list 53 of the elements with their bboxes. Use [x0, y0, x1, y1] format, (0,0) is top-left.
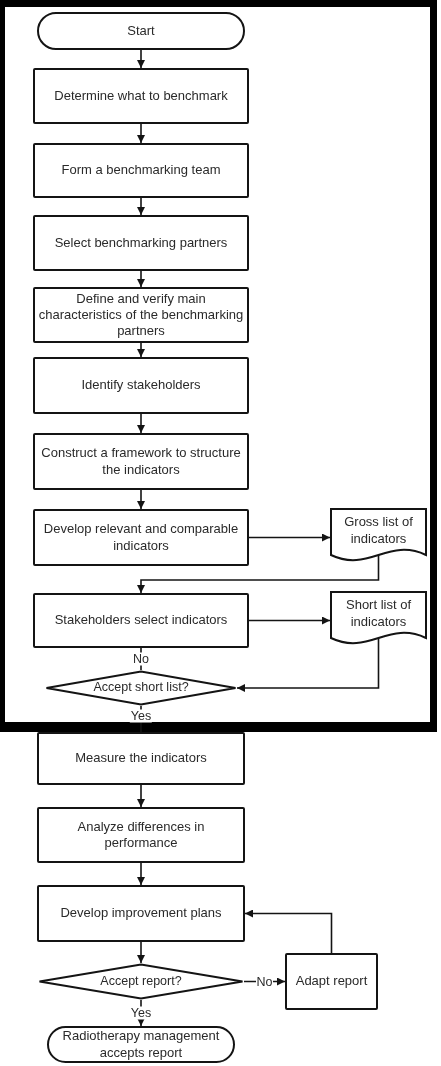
step-label: Gross list of indicators	[343, 514, 414, 547]
terminal-shape	[47, 1026, 235, 1063]
process-box	[33, 593, 249, 648]
arrow	[137, 862, 145, 886]
step-label: Define and verify main characteristics of the benchmarking partners	[38, 290, 244, 340]
edge-label: No	[255, 975, 274, 988]
decision-diamond	[38, 963, 244, 1000]
arrow	[248, 533, 331, 542]
arrow	[244, 909, 333, 954]
process-box	[33, 215, 249, 271]
step-label: Determine what to benchmark	[54, 87, 228, 105]
step-label: Select benchmarking partners	[54, 234, 228, 252]
edge-label: No	[132, 652, 150, 666]
arrow	[248, 616, 331, 625]
arrow	[137, 784, 145, 808]
arrow	[137, 197, 145, 216]
process-box	[37, 732, 245, 785]
step-label: Construct a framework to structure the indicators	[40, 445, 242, 478]
step-label: Accept short list?	[93, 680, 189, 696]
process-box	[37, 885, 245, 942]
arrow	[137, 941, 145, 964]
arrow	[137, 413, 145, 434]
step-label: Radiotherapy management accepts report	[61, 1028, 221, 1061]
edge-label: Yes	[129, 1006, 153, 1020]
step-label: Short list of indicators	[345, 597, 412, 630]
step-label: Start	[127, 22, 155, 40]
step-label: Form a benchmarking team	[61, 162, 221, 179]
process-box	[285, 953, 378, 1010]
arrow	[137, 489, 145, 510]
step-label: Identify stakeholders	[81, 377, 201, 394]
step-label: Analyze differences in performance	[76, 818, 206, 852]
process-box	[33, 68, 249, 124]
decision-diamond	[45, 670, 237, 706]
process-box	[33, 433, 249, 490]
process-box	[37, 807, 245, 863]
arrow	[137, 999, 145, 1027]
terminal-shape	[37, 12, 245, 50]
process-box	[33, 357, 249, 414]
arrow	[137, 270, 145, 288]
process-box	[33, 509, 249, 566]
arrow	[137, 342, 145, 358]
arrow	[236, 637, 380, 692]
process-box	[33, 143, 249, 198]
step-label: Accept report?	[100, 973, 182, 990]
edge-label: Yes	[129, 709, 153, 723]
arrow	[137, 49, 145, 69]
step-label: Adapt report	[295, 973, 368, 990]
step-label: Develop relevant and comparable indicators	[42, 521, 240, 554]
step-label: Develop improvement plans	[60, 905, 222, 922]
step-label: Stakeholders select indicators	[54, 612, 228, 629]
step-label: Measure the indicators	[75, 750, 207, 767]
arrow	[137, 554, 380, 594]
arrow	[137, 123, 145, 144]
